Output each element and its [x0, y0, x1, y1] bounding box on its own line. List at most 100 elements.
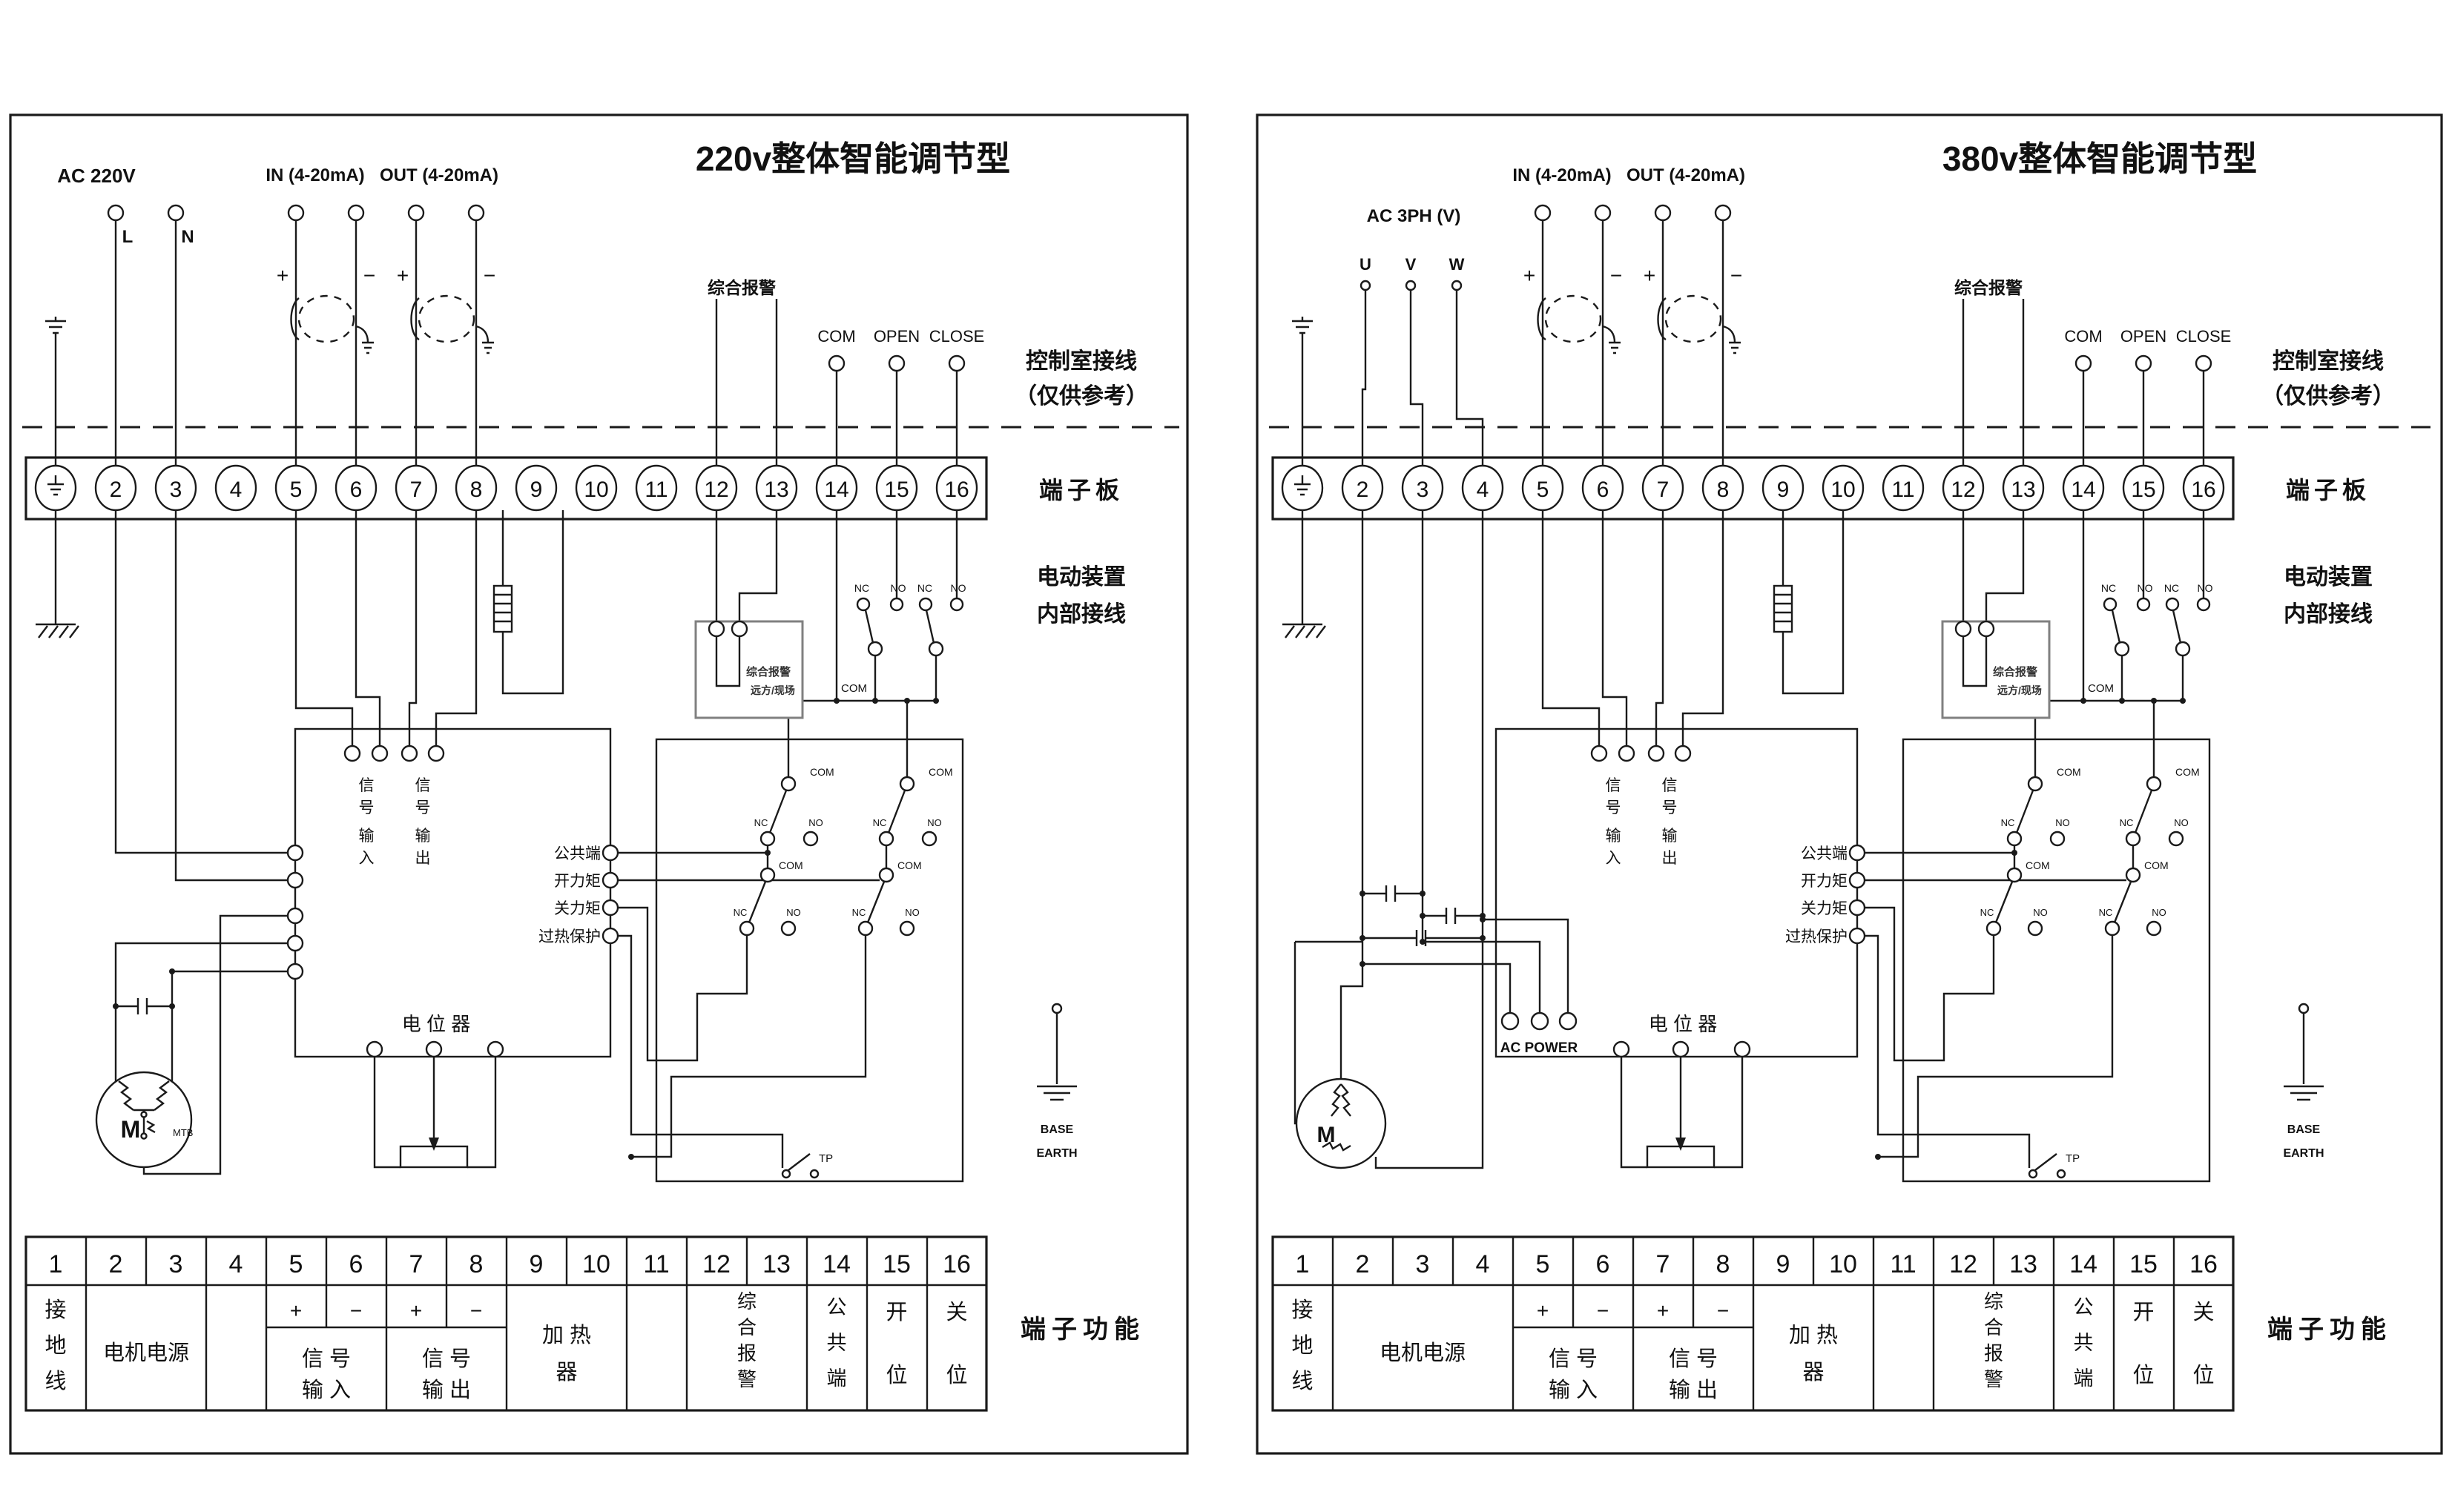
svg-text:8: 8: [470, 478, 483, 502]
svg-text:15: 15: [2129, 1250, 2158, 1278]
internal-wiring-label-1: 电动装置: [1037, 565, 1126, 590]
svg-text:综: 综: [1984, 1290, 2003, 1313]
board-open-torque-label: 开力矩: [554, 873, 601, 890]
svg-text:地: 地: [45, 1333, 66, 1358]
lsb-no-3: NO: [927, 817, 942, 828]
svg-text:警: 警: [737, 1368, 757, 1390]
earth-hatch-bottom: [38, 625, 79, 638]
svg-text:输: 输: [415, 828, 431, 845]
svg-text:输 入: 输 入: [302, 1378, 351, 1402]
panel-title: 380v整体智能调节型: [1942, 139, 2257, 178]
svg-text:出: 出: [415, 850, 431, 867]
svg-text:出: 出: [1662, 850, 1678, 867]
svg-text:端: 端: [2074, 1367, 2094, 1390]
motor-letter: M: [1317, 1123, 1336, 1147]
lsb-com-4: COM: [897, 859, 922, 871]
svg-text:7: 7: [1657, 478, 1670, 502]
in-plus: +: [1523, 264, 1535, 287]
svg-text:5: 5: [290, 478, 303, 502]
out-plus: +: [1644, 264, 1655, 287]
terminal-board: [1271, 456, 2235, 521]
svg-text:信: 信: [1606, 777, 1621, 794]
in-minus: −: [1610, 264, 1622, 287]
svg-text:7: 7: [1656, 1250, 1670, 1278]
svg-text:3: 3: [170, 478, 182, 502]
out-minus: −: [484, 264, 495, 287]
svg-text:位: 位: [2192, 1363, 2214, 1387]
lsb-com-4: COM: [2144, 859, 2169, 871]
lsb-no-1: NO: [2055, 817, 2070, 828]
svg-text:位: 位: [886, 1363, 907, 1387]
svg-text:信 号: 信 号: [302, 1347, 351, 1371]
alarm-label: 综合报警: [1954, 278, 2023, 297]
internal-wiring-label-1: 电动装置: [2284, 565, 2373, 590]
svg-text:3: 3: [1417, 478, 1429, 502]
control-board: 信 号 输 入 信 号 输 出 公共端 开力矩 关力矩 过热保护 电 位 器: [286, 727, 619, 1058]
svg-text:8: 8: [1717, 478, 1730, 502]
panel-border: [9, 113, 1189, 1455]
svg-text:信: 信: [1662, 777, 1678, 794]
svg-text:+: +: [1537, 1299, 1549, 1322]
control-board: AC POWER 信 号 输 入 信 号 输 出 公共端 开力矩 关力矩 过热保…: [1494, 727, 1866, 1058]
svg-text:−: −: [350, 1299, 362, 1322]
svg-text:共: 共: [827, 1332, 847, 1354]
relay-nc-2: NC: [2164, 582, 2179, 594]
control-room-note-2: （仅供参考）: [2261, 383, 2395, 409]
panel-380v: 380v整体智能调节型 AC 3PH (V) IN (4-20mA) OUT (…: [1256, 113, 2443, 1455]
table-motor-power: 电机电源: [103, 1341, 189, 1365]
internal-wiring-label-2: 内部接线: [1037, 601, 1126, 627]
svg-text:13: 13: [762, 1250, 791, 1278]
alarm-box-line-2: 远方/现场: [751, 684, 795, 696]
svg-text:12: 12: [704, 478, 728, 502]
board-close-torque-label: 关力矩: [554, 900, 601, 917]
control-room-note-1: 控制室接线: [1026, 349, 1137, 374]
board-overheat-label: 过热保护: [1785, 928, 1848, 945]
svg-text:输: 输: [359, 828, 375, 845]
svg-text:3: 3: [169, 1250, 183, 1278]
svg-text:号: 号: [1662, 799, 1678, 816]
svg-text:10: 10: [584, 478, 608, 502]
svg-text:1: 1: [1296, 1250, 1310, 1278]
svg-text:报: 报: [737, 1342, 757, 1364]
power-label: AC 3PH (V): [1367, 206, 1461, 226]
lsb-nc-2: NC: [1980, 907, 1994, 918]
svg-text:4: 4: [1476, 1250, 1490, 1278]
svg-text:信: 信: [359, 777, 375, 794]
table-function-label: 端子功能: [1021, 1315, 1145, 1344]
base-earth: BASE EARTH: [1036, 1003, 1078, 1160]
ac-power-label: AC POWER: [1500, 1040, 1578, 1056]
svg-text:线: 线: [1291, 1369, 1313, 1393]
svg-text:关: 关: [946, 1300, 967, 1324]
lsb-com-1: COM: [810, 766, 834, 778]
in-minus: −: [363, 264, 375, 287]
potentiometer-label: 电 位 器: [402, 1013, 470, 1035]
svg-text:号: 号: [359, 799, 375, 816]
svg-text:−: −: [1597, 1299, 1609, 1322]
lsb-no-2: NO: [2033, 907, 2048, 918]
terminal-1-ground-glyph: [1294, 475, 1311, 496]
junction-dots: [113, 698, 939, 1160]
lsb-nc-2: NC: [734, 907, 748, 918]
board-common-label: 公共端: [1801, 845, 1848, 862]
earth-symbol-top: [1292, 317, 1313, 334]
current-loop-symbols: [1537, 294, 1741, 354]
board-overheat-label: 过热保护: [538, 928, 601, 945]
svg-text:2: 2: [1356, 1250, 1370, 1278]
potentiometer-label: 电 位 器: [1649, 1013, 1717, 1035]
svg-text:11: 11: [1891, 478, 1914, 502]
svg-text:接: 接: [1291, 1298, 1313, 1322]
phase-l-label: L: [122, 227, 134, 247]
heater-resistor: [1773, 584, 1793, 633]
alarm-box-line-1: 综合报警: [746, 665, 791, 679]
internal-wiring-label-2: 内部接线: [2284, 601, 2373, 627]
open-label: OPEN: [2120, 327, 2166, 346]
svg-text:10: 10: [1830, 478, 1855, 502]
relay-no-1: NO: [2138, 582, 2153, 594]
svg-text:器: 器: [556, 1361, 577, 1384]
out-plus: +: [397, 264, 409, 287]
alarm-box: 综合报警 远方/现场: [1941, 620, 2051, 719]
in-label: IN (4-20mA): [266, 165, 364, 185]
